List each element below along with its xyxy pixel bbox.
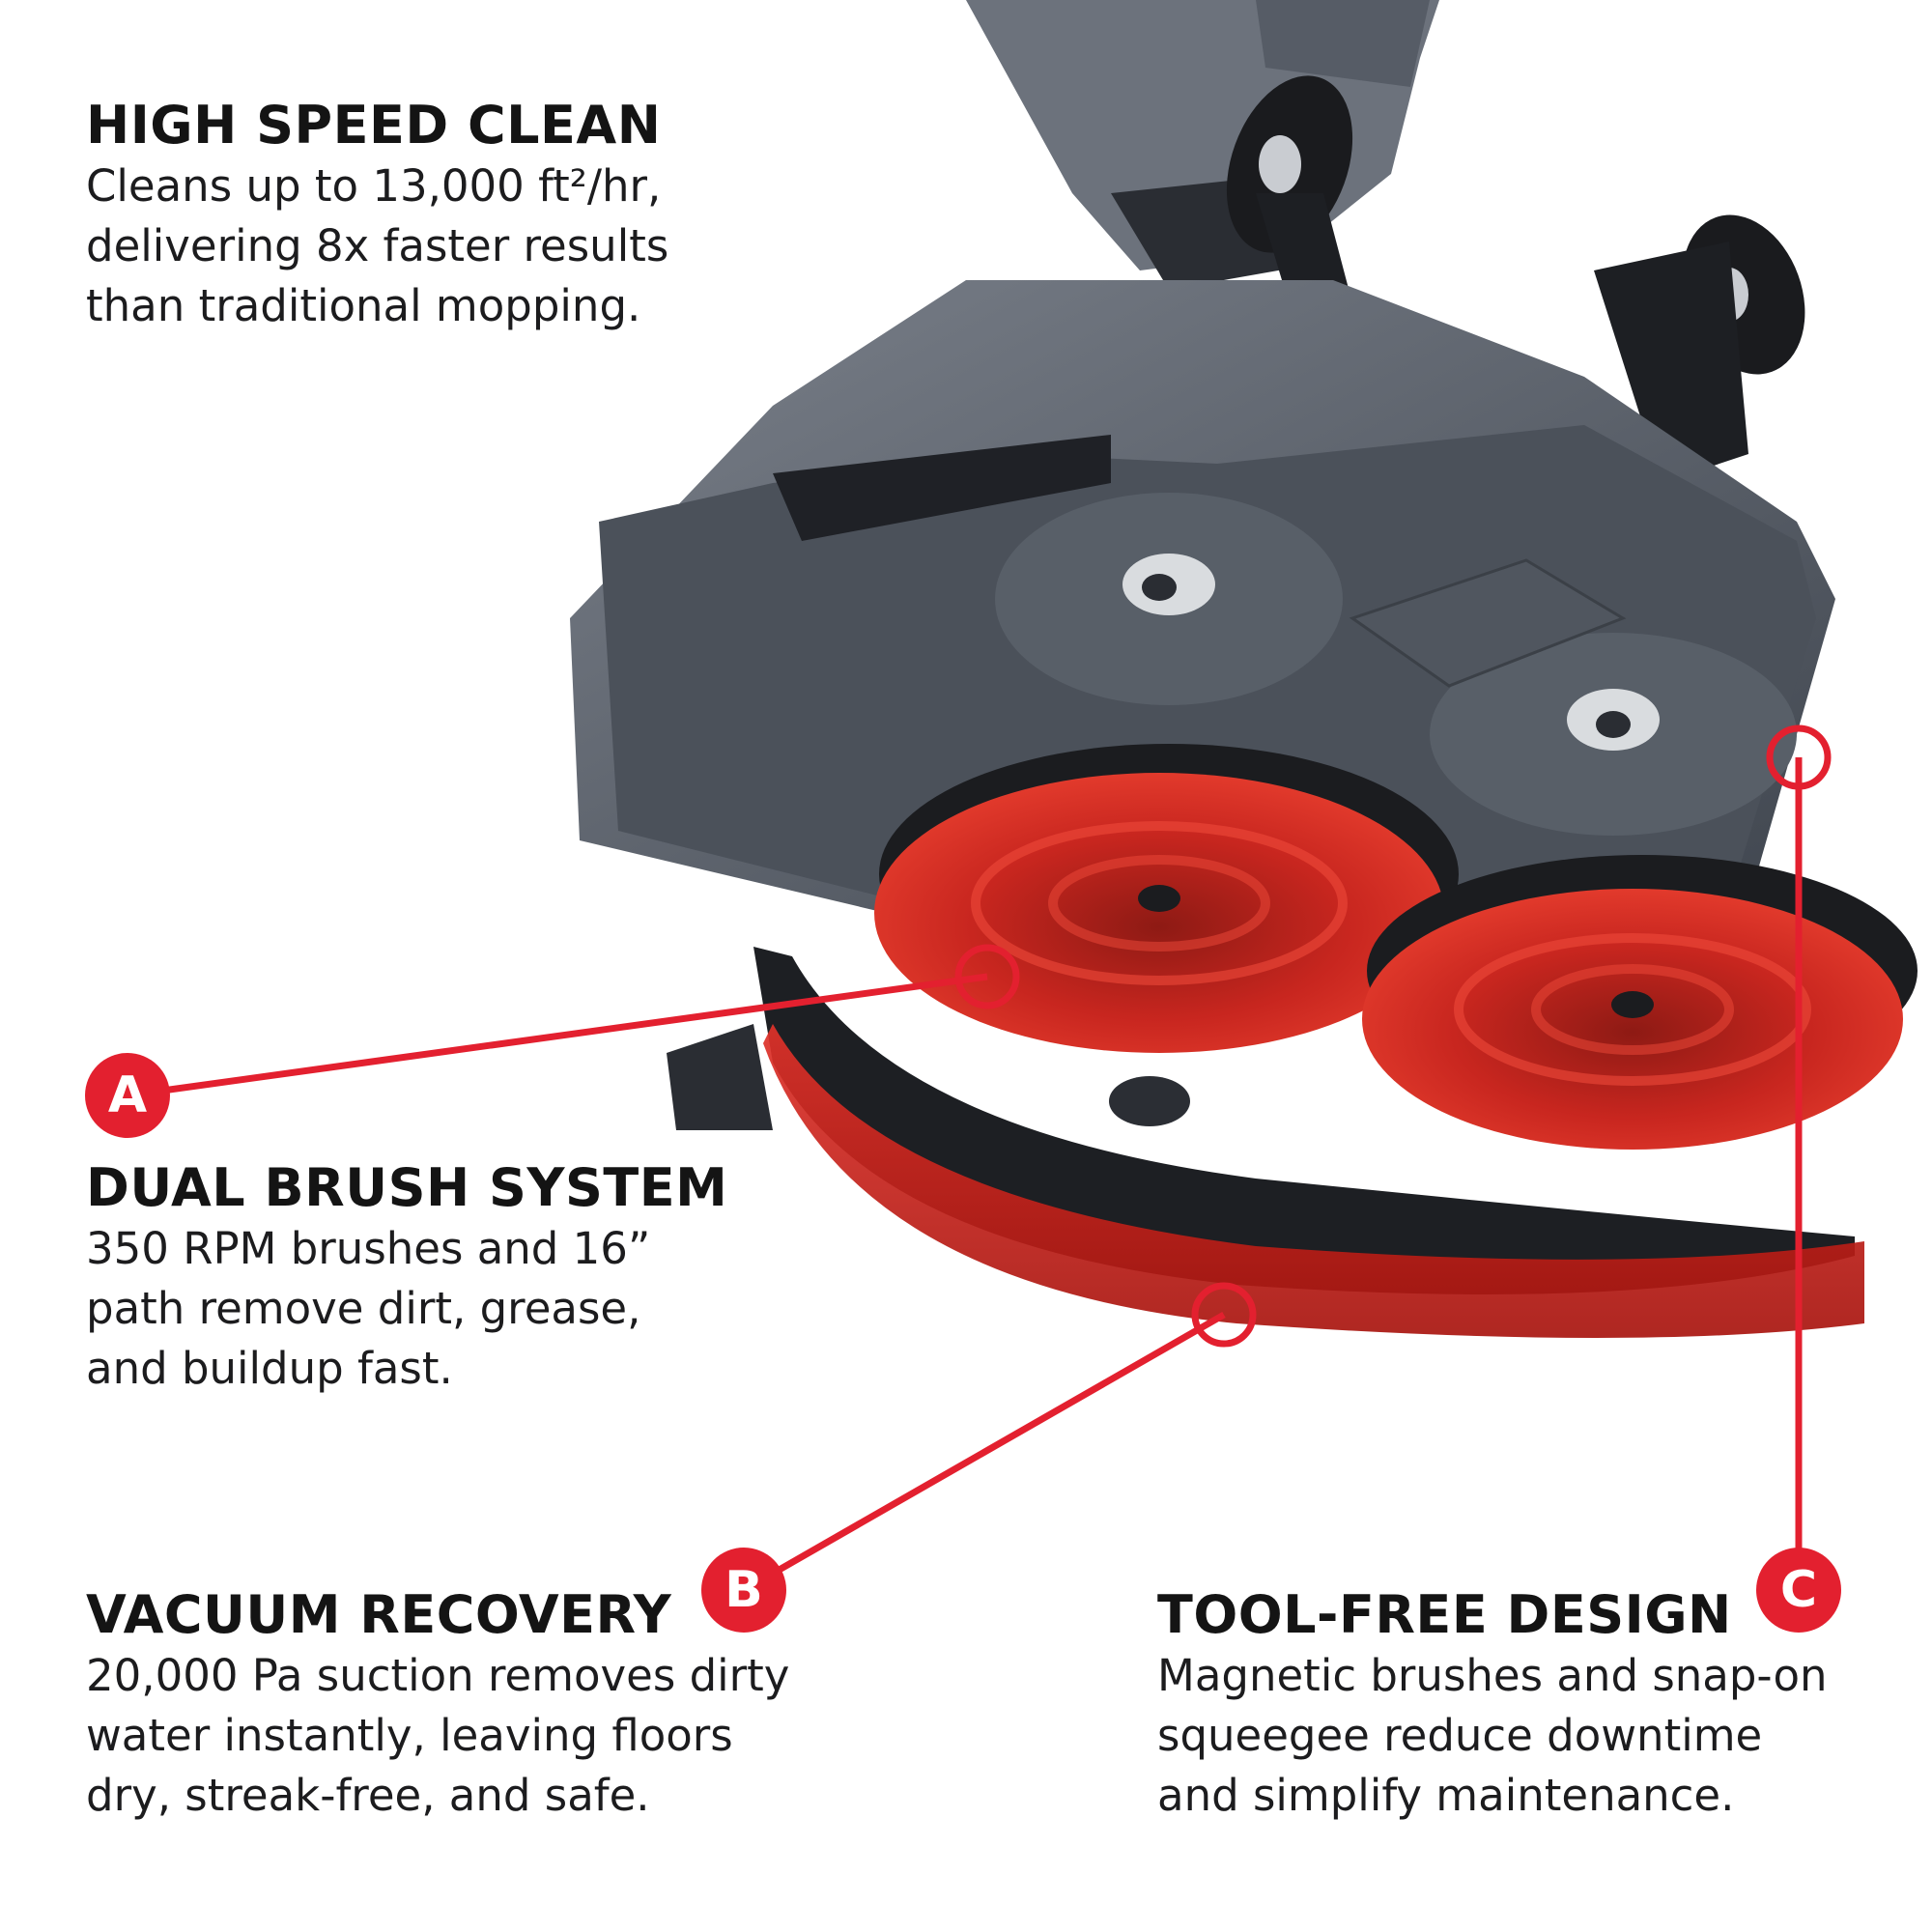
callout-ring-b bbox=[1191, 1282, 1257, 1348]
callout-line-a bbox=[127, 973, 988, 1099]
callout-lines bbox=[127, 757, 1803, 1594]
feature-title: DUAL BRUSH SYSTEM bbox=[86, 1157, 728, 1218]
feature-description: Cleans up to 13,000 ft²/hr, delivering 8… bbox=[86, 156, 668, 336]
feature-title: VACUUM RECOVERY bbox=[86, 1584, 672, 1645]
callout-line-b bbox=[742, 1311, 1226, 1594]
brush-right bbox=[1362, 855, 1918, 1150]
feature-line: Magnetic brushes and snap-on bbox=[1157, 1650, 1828, 1701]
feature-line: dry, streak-free, and safe. bbox=[86, 1770, 650, 1821]
feature-line: and buildup fast. bbox=[86, 1343, 453, 1394]
feature-line: Cleans up to 13,000 ft²/hr, bbox=[86, 160, 662, 212]
feature-high-speed: HIGH SPEED CLEAN Cleans up to 13,000 ft²… bbox=[86, 95, 668, 336]
feature-vacuum: VACUUM RECOVERY 20,000 Pa suction remove… bbox=[86, 1584, 789, 1826]
feature-line: delivering 8x faster results bbox=[86, 220, 669, 271]
feature-line: 350 RPM brushes and 16” bbox=[86, 1223, 651, 1274]
feature-description: 350 RPM brushes and 16” path remove dirt… bbox=[86, 1219, 727, 1399]
callout-ring-a bbox=[954, 944, 1020, 1009]
feature-line: squeegee reduce downtime bbox=[1157, 1710, 1763, 1761]
badge-c: C bbox=[1756, 1548, 1841, 1633]
feature-tool-free: TOOL-FREE DESIGN Magnetic brushes and sn… bbox=[1157, 1584, 1828, 1826]
feature-description: 20,000 Pa suction removes dirty water in… bbox=[86, 1646, 789, 1826]
callout-ring-c bbox=[1766, 724, 1832, 790]
badge-a: A bbox=[85, 1053, 170, 1138]
feature-title: HIGH SPEED CLEAN bbox=[86, 95, 662, 156]
feature-description: Magnetic brushes and snap-on squeegee re… bbox=[1157, 1646, 1828, 1826]
feature-dual-brush: DUAL BRUSH SYSTEM 350 RPM brushes and 16… bbox=[86, 1157, 727, 1399]
deck-body bbox=[570, 280, 1835, 927]
feature-line: 20,000 Pa suction removes dirty bbox=[86, 1650, 790, 1701]
caster-wheel-right bbox=[1594, 214, 1805, 483]
handle-column bbox=[966, 0, 1439, 290]
feature-title: TOOL-FREE DESIGN bbox=[1157, 1584, 1732, 1645]
badge-b: B bbox=[701, 1548, 786, 1633]
feature-line: and simplify maintenance. bbox=[1157, 1770, 1735, 1821]
feature-line: water instantly, leaving floors bbox=[86, 1710, 733, 1761]
squeegee bbox=[667, 947, 1864, 1338]
feature-line: than traditional mopping. bbox=[86, 280, 641, 331]
feature-line: path remove dirt, grease, bbox=[86, 1283, 641, 1334]
